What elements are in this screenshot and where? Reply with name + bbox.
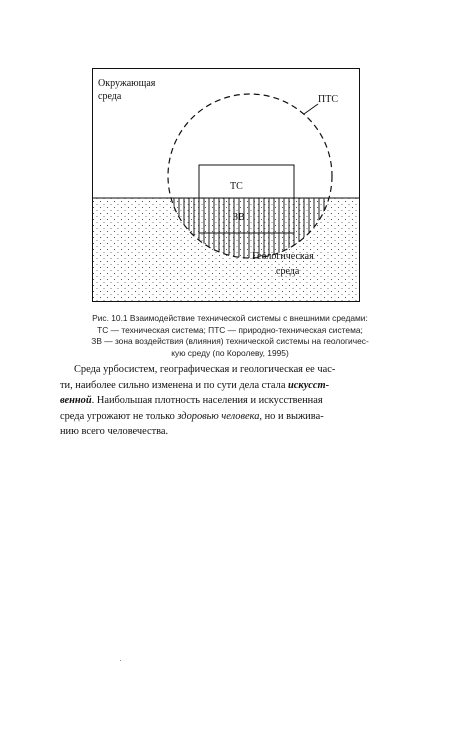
paragraph-line: Среда урбосистем, географическая и геоло… [74,364,336,375]
caption-line: кую среду (по Королеву, 1995) [171,347,289,358]
environment-label-2: среда [98,91,122,102]
caption-line: ЗВ — зона воздействия (влияния) техничес… [91,336,369,347]
text-run: . Наибольшая плотность населения и искус… [91,395,323,407]
italic-text: здоровью человека [177,410,260,422]
figure-caption: Рис. 10.1 Взаимодействие технической сис… [60,313,400,359]
text-run: среда угрожают не только [60,410,178,422]
body-paragraph: Среда урбосистем, географическая и геоло… [60,362,400,440]
pts-circle [167,93,333,259]
technical-system-box [198,164,295,199]
geological-label-2: среда [276,266,300,277]
ts-label: ТС [230,181,243,192]
emphasis-text: искусст- [288,379,330,391]
caption-line: ТС — техническая система; ПТС — природно… [97,324,363,335]
geological-label-1: Геологическая [252,251,314,262]
paragraph-line: среда угрожают не только здоровью челове… [60,409,400,425]
text-run: ти, наиболее сильно изменена и по сути д… [60,379,289,391]
pts-label: ПТС [318,94,338,105]
environment-label-1: Окружающая [98,78,156,89]
paragraph-line: ти, наиболее сильно изменена и по сути д… [60,378,400,394]
caption-line: Рис. 10.1 Взаимодействие технической сис… [92,313,368,323]
scan-speck [120,660,121,661]
zv-label: ЗВ [233,212,245,223]
paragraph-line: венной. Наибольшая плотность населения и… [60,393,400,409]
text-run: , но и выживa- [259,410,324,422]
interaction-diagram: Окружающая среда ПТС ТС ЗВ Геологическая… [92,68,360,302]
pts-pointer [303,103,319,115]
emphasis-text: венной [60,395,92,407]
paragraph-line: нию всего человечества. [60,426,169,438]
foundation-box [198,197,295,234]
